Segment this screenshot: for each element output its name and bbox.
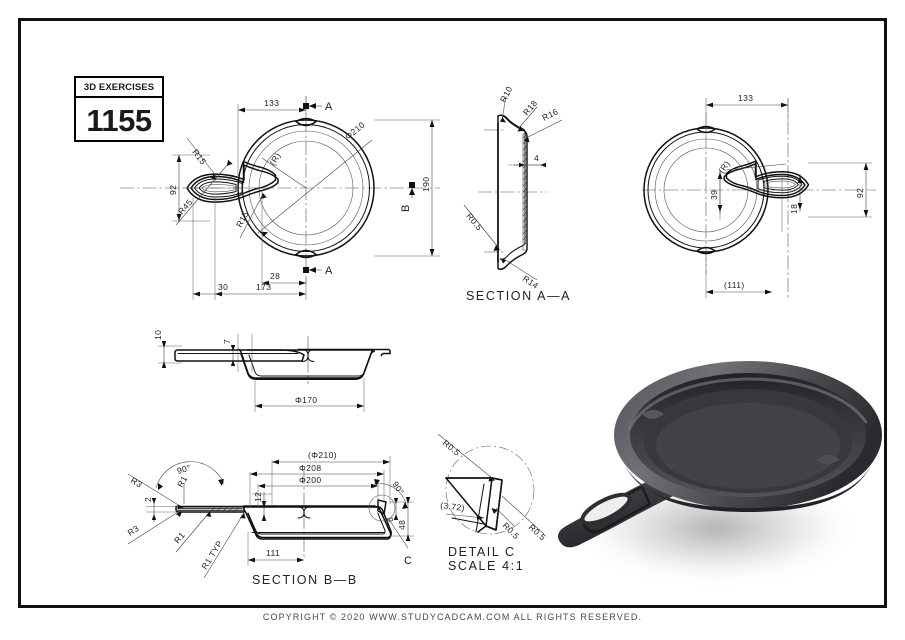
- dim-200: Φ200: [299, 475, 322, 485]
- dim-bottom-111: (111): [724, 280, 745, 290]
- dim-30: 30: [218, 282, 228, 292]
- dim-diameter-210: Φ210: [343, 120, 367, 142]
- dim-r16: R16: [540, 106, 560, 123]
- copyright-footer: COPYRIGHT © 2020 WWW.STUDYCADCAM.COM ALL…: [262, 612, 643, 622]
- dim-r15-upper: R15: [190, 147, 208, 166]
- dim-thickness-4: 4: [534, 153, 539, 163]
- dim-detail-372: (3.72): [440, 500, 466, 513]
- dim-6: 6: [385, 517, 395, 522]
- dim-208: Φ208: [299, 463, 322, 473]
- detail-callout-c: C: [404, 555, 413, 567]
- dim-detail-r05-top: R0.5: [441, 438, 462, 458]
- dim-angle-90: 90°: [176, 462, 192, 475]
- dim-ref-210: (Φ210): [308, 450, 337, 460]
- bottom-view: 133 (111) 92 39 18 (R): [640, 72, 884, 312]
- dim-base-170: Φ170: [295, 395, 318, 405]
- dim-r15-lower: R15: [234, 209, 251, 229]
- dim-r1-typ: R1 TYP: [199, 539, 224, 571]
- title-block-header: 3D EXERCISES: [76, 78, 162, 98]
- dim-111: 111: [266, 548, 280, 558]
- section-marker-a-bottom: A: [325, 265, 333, 277]
- dim-39: 39: [709, 190, 719, 200]
- section-a-a-view: R10 R18 R16 4 R0.5 R14 SECTION A—A: [452, 82, 632, 312]
- section-marker-b: B: [400, 205, 412, 212]
- dim-r3-lower: R3: [126, 523, 141, 538]
- detail-c-view: R0.5 R0.5 R0.5 (3.72) DETAIL C SCALE 4:1: [418, 422, 588, 582]
- dim-handle-92: 92: [168, 185, 178, 195]
- top-view: 133 A A B 190 92 Φ210: [110, 78, 450, 310]
- section-b-b-label: SECTION B—B: [252, 573, 358, 587]
- detail-c-scale: SCALE 4:1: [448, 559, 524, 573]
- dim-rim-angle-90: 90°: [390, 480, 406, 497]
- dim-bottom-133: 133: [738, 93, 753, 103]
- dim-radius-note: (R): [267, 151, 282, 167]
- dim-r18: R18: [521, 98, 539, 117]
- dim-r3-upper: R3: [129, 475, 144, 490]
- dim-handle-7: 7: [222, 339, 232, 344]
- section-marker-a-top: A: [325, 101, 333, 113]
- side-elevation-view: 10 7 Φ170: [112, 312, 404, 432]
- detail-c-label: DETAIL C: [448, 545, 516, 559]
- dim-bottom-92: 92: [855, 188, 865, 198]
- section-a-a-label: SECTION A—A: [466, 289, 571, 303]
- dim-48: 48: [397, 520, 407, 530]
- dim-r1-lower: R1: [172, 530, 187, 545]
- isometric-render: [556, 352, 888, 602]
- dim-28: 28: [270, 271, 280, 281]
- dim-top-133: 133: [264, 98, 279, 108]
- dim-r05-base: R0.5: [464, 211, 484, 232]
- section-b-b-view: C (Φ210) Φ208 Φ200 12 111: [112, 432, 432, 592]
- dim-12: 12: [253, 492, 263, 502]
- dim-173: 173: [256, 282, 271, 292]
- dim-overall-190: 190: [421, 177, 431, 192]
- title-block: 3D EXERCISES 1155: [74, 76, 164, 142]
- dim-18: 18: [789, 204, 799, 214]
- title-block-exercise-number: 1155: [86, 102, 152, 138]
- dim-r10: R10: [498, 84, 515, 104]
- dim-detail-r05-right: R0.5: [527, 522, 548, 543]
- dim-handle-10: 10: [153, 330, 163, 340]
- dim-r1-upper: R1: [175, 474, 189, 489]
- dim-handle-2: 2: [143, 497, 153, 502]
